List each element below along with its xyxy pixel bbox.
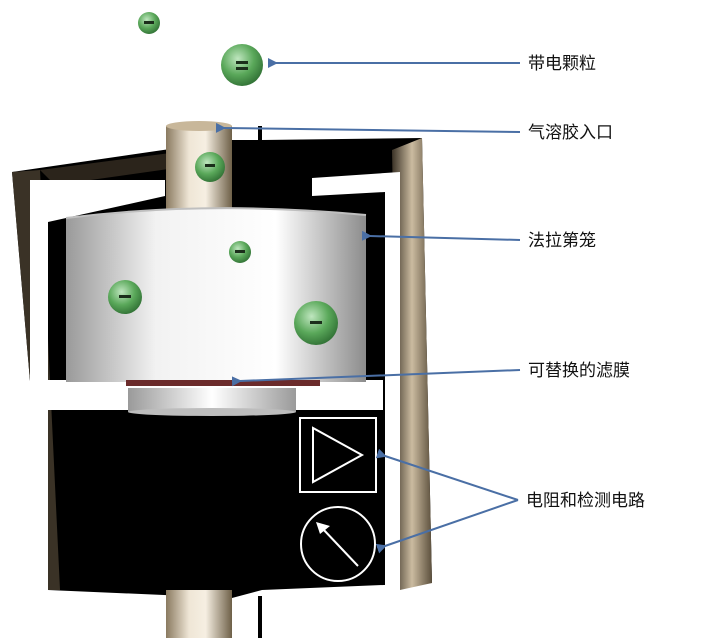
label-replaceable-filter: 可替换的滤膜 <box>528 361 630 381</box>
particle-1 <box>138 12 160 34</box>
arrow-circuit-1 <box>375 448 519 501</box>
arrows <box>215 58 521 554</box>
outlet-tube <box>166 590 262 638</box>
particle-3 <box>195 152 225 182</box>
arrow-faraday-cage <box>361 230 521 241</box>
faraday-cage <box>65 207 367 382</box>
filter-support-disc <box>128 388 296 416</box>
particle-5 <box>108 280 142 314</box>
particle-6 <box>294 301 338 345</box>
filter-membrane <box>126 380 320 386</box>
arrow-circuit-2 <box>375 499 519 554</box>
label-faraday-cage: 法拉第笼 <box>528 231 596 251</box>
particle-4 <box>229 241 251 263</box>
arrow-filter <box>231 369 521 387</box>
meter-symbol <box>300 506 376 582</box>
label-resistance-detection-circuit: 电阻和检测电路 <box>526 491 645 511</box>
label-aerosol-inlet: 气溶胶入口 <box>528 123 613 143</box>
label-charged-particles: 带电颗粒 <box>528 54 596 74</box>
arrow-aerosol-inlet <box>215 122 521 133</box>
particle-2 <box>221 44 263 86</box>
